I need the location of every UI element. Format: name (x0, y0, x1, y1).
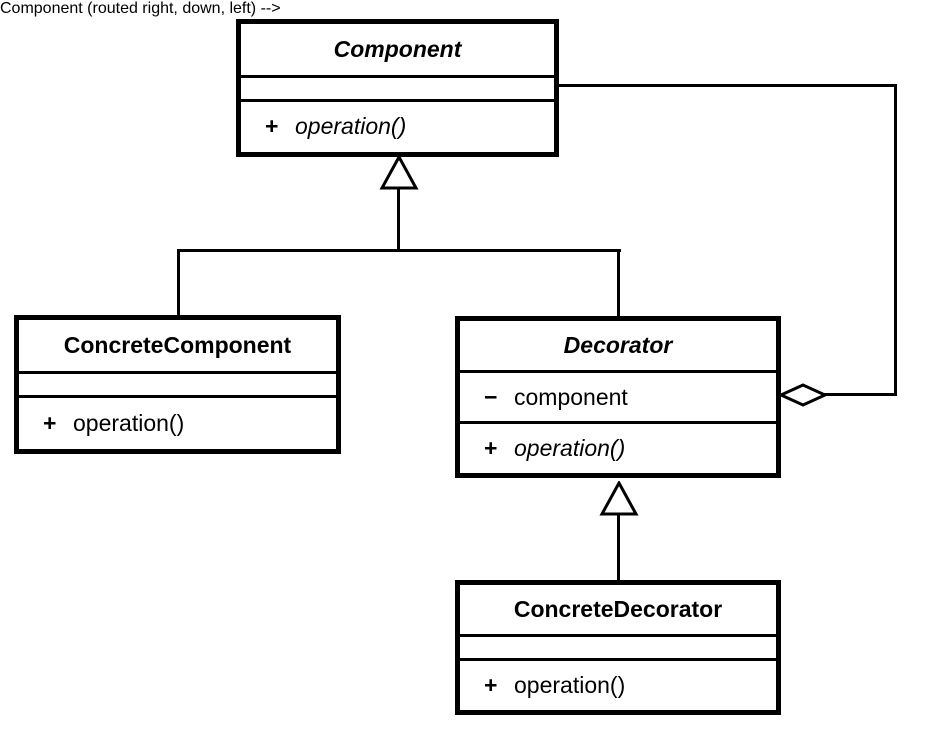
operations-compartment-concrete-decorator: + operation() (460, 658, 776, 710)
attributes-compartment-component (241, 74, 554, 99)
generalization-stem-component (397, 187, 400, 252)
aggregation-segment-top (556, 84, 897, 87)
operation-row: + operation() (460, 672, 625, 699)
attribute-row: − component (460, 384, 628, 411)
visibility-marker: + (43, 410, 57, 436)
operation-name: operation() (73, 410, 185, 436)
generalization-drop-decorator (617, 249, 620, 318)
class-name-concrete-component: ConcreteComponent (63, 332, 292, 358)
aggregation-diamond-icon (778, 383, 828, 407)
visibility-marker: + (265, 113, 279, 140)
attribute-name: component (514, 383, 628, 410)
operations-compartment-component: + operation() (241, 98, 554, 152)
visibility-marker: − (484, 383, 498, 410)
class-name-compartment-concrete-decorator: ConcreteDecorator (460, 585, 776, 634)
class-name-concrete-decorator: ConcreteDecorator (513, 596, 723, 622)
class-name-component: Component (333, 35, 462, 62)
operation-row: + operation() (19, 410, 184, 437)
operation-name: operation() (514, 672, 626, 698)
visibility-marker: + (484, 672, 498, 698)
class-name-compartment-concrete-component: ConcreteComponent (19, 320, 336, 371)
operations-compartment-decorator: + operation() (460, 421, 776, 474)
operation-row: + operation() (241, 113, 406, 140)
generalization-branch-bar (177, 249, 621, 252)
aggregation-segment-right (894, 84, 897, 395)
class-box-decorator[interactable]: Decorator − component + operation() (455, 316, 781, 478)
class-name-compartment-decorator: Decorator (460, 321, 776, 370)
operation-name: operation() (514, 435, 626, 462)
generalization-arrowhead-component (379, 155, 419, 190)
operation-row: + operation() (460, 435, 625, 462)
aggregation-segment-bottom (823, 393, 897, 396)
class-box-concrete-component[interactable]: ConcreteComponent + operation() (14, 315, 341, 454)
operations-compartment-concrete-component: + operation() (19, 395, 336, 449)
generalization-stem-concrete-decorator (617, 511, 620, 582)
attributes-compartment-concrete-component (19, 371, 336, 395)
generalization-drop-concrete-component (177, 249, 180, 317)
visibility-marker: + (484, 435, 498, 462)
generalization-arrowhead-decorator (599, 481, 639, 516)
class-name-compartment-component: Component (241, 24, 554, 75)
attributes-compartment-decorator: − component (460, 369, 776, 422)
class-box-component[interactable]: Component + operation() (236, 19, 559, 157)
attributes-compartment-concrete-decorator (460, 634, 776, 658)
operation-name: operation() (295, 113, 407, 140)
class-name-decorator: Decorator (563, 331, 673, 358)
class-box-concrete-decorator[interactable]: ConcreteDecorator + operation() (455, 580, 781, 715)
